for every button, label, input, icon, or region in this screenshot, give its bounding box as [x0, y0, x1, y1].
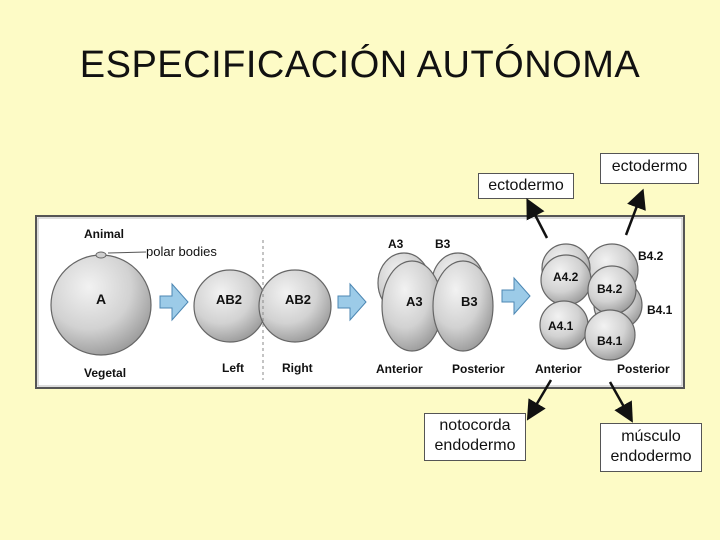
label-vegetal: Vegetal: [84, 366, 126, 380]
label-left: Left: [222, 361, 244, 375]
label-polar-bodies: polar bodies: [146, 244, 217, 259]
label-B3-top: B3: [435, 237, 451, 251]
label-B4-1-right: B4.1: [647, 303, 673, 317]
label-B4-2: B4.2: [597, 282, 623, 296]
label-AB2-left: AB2: [216, 292, 242, 307]
label-A3-top: A3: [388, 237, 404, 251]
label-A4-2: A4.2: [553, 270, 579, 284]
label-anterior-2: Anterior: [535, 362, 582, 376]
label-B3: B3: [461, 294, 478, 309]
label-animal: Animal: [84, 227, 124, 241]
label-posterior-2: Posterior: [617, 362, 670, 376]
label-posterior-1: Posterior: [452, 362, 505, 376]
label-right: Right: [282, 361, 313, 375]
label-A3: A3: [406, 294, 423, 309]
label-A: A: [96, 291, 106, 307]
polar-body-1: [96, 252, 106, 258]
label-anterior-1: Anterior: [376, 362, 423, 376]
label-A4-1: A4.1: [548, 319, 574, 333]
label-B4-2-top: B4.2: [638, 249, 664, 263]
label-AB2-right: AB2: [285, 292, 311, 307]
label-B4-1: B4.1: [597, 334, 623, 348]
